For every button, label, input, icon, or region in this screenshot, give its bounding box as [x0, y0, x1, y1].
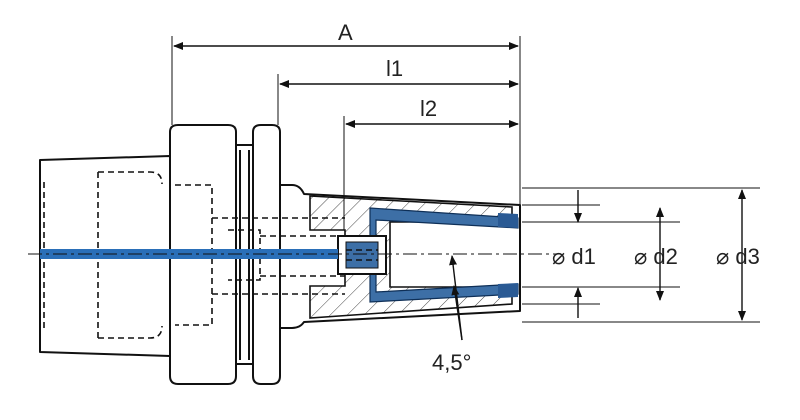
dim-label-l2: l2 — [420, 96, 437, 121]
dim-label-a: A — [338, 20, 353, 45]
dimension-lines — [173, 42, 746, 341]
dim-label-d1: ⌀ d1 — [552, 244, 596, 269]
dim-label-angle: 4,5° — [432, 350, 471, 375]
extension-lines — [171, 36, 760, 323]
dim-label-l1: l1 — [386, 56, 403, 81]
collet — [337, 207, 519, 303]
dim-label-d3: ⌀ d3 — [716, 244, 760, 269]
dim-label-d2: ⌀ d2 — [634, 244, 678, 269]
